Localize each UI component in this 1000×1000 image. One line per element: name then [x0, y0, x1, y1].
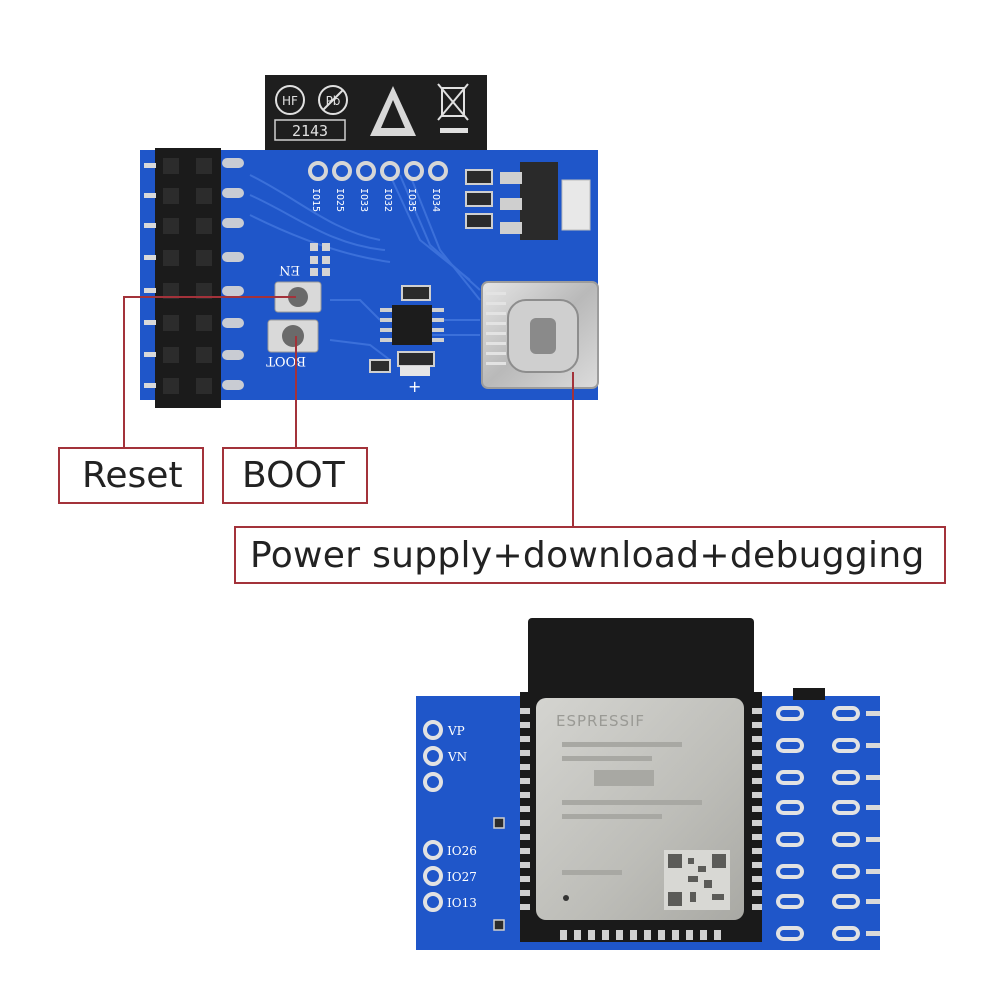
- lead-free-icon: Pb: [318, 85, 348, 115]
- module-brand-logo: ESPRESSIF: [556, 712, 645, 730]
- esd-warning-icon: [370, 86, 416, 136]
- boot-callout: BOOT: [222, 447, 368, 504]
- qr-code-icon: [664, 850, 730, 910]
- boot-silkscreen: BOOT: [266, 353, 306, 368]
- pin-label: IO13: [447, 896, 477, 910]
- io-pad-labels: IO15 IO25 IO33 IO32 IO35 IO34: [310, 188, 441, 212]
- pin-label: IO34: [430, 188, 441, 212]
- left-edge-pads: [222, 158, 244, 390]
- esp32-module: ESPRESSIF: [520, 618, 762, 942]
- female-pin-header: [144, 148, 221, 408]
- reset-callout: Reset: [58, 447, 204, 504]
- en-silkscreen: EN: [279, 262, 300, 277]
- usb-c-connector: [481, 281, 599, 389]
- power-callout: Power supply+download+debugging: [234, 526, 946, 584]
- io-pad-row: [308, 161, 448, 181]
- top-board: HF Pb 2143: [140, 75, 599, 408]
- pin-label: VN: [447, 750, 467, 764]
- pin-label: IO27: [447, 870, 477, 884]
- pin-label: IO35: [406, 188, 417, 212]
- bottom-board: VP VN IO26 IO27 IO13: [416, 618, 880, 950]
- right-edge-pins: [866, 711, 880, 936]
- usb-uart-chip: [369, 285, 444, 376]
- pin-label: IO25: [334, 188, 345, 212]
- jumper-pads: [310, 243, 330, 276]
- weee-bin-icon: [437, 83, 469, 133]
- pin-label: VP: [447, 724, 465, 738]
- hf-mark-icon: HF: [275, 85, 305, 115]
- callout-leader-lines: [123, 296, 574, 527]
- pin-label: IO33: [358, 188, 369, 212]
- right-pad-columns: [776, 706, 860, 941]
- boot-button: [267, 319, 319, 353]
- pin-label: IO26: [447, 844, 477, 858]
- left-pad-labels: VP VN IO26 IO27 IO13: [447, 724, 477, 910]
- voltage-regulator: [465, 162, 558, 240]
- small-components: [493, 817, 505, 931]
- compliance-sticker: HF Pb 2143: [265, 75, 487, 153]
- svg-text:HF: HF: [282, 94, 298, 108]
- plus-silkscreen: +: [408, 377, 421, 396]
- pin-label: IO32: [382, 188, 393, 212]
- left-pads: [423, 720, 443, 912]
- side-connector: [561, 179, 591, 231]
- pin-label: IO15: [310, 188, 321, 212]
- sticker-code: 2143: [292, 122, 328, 140]
